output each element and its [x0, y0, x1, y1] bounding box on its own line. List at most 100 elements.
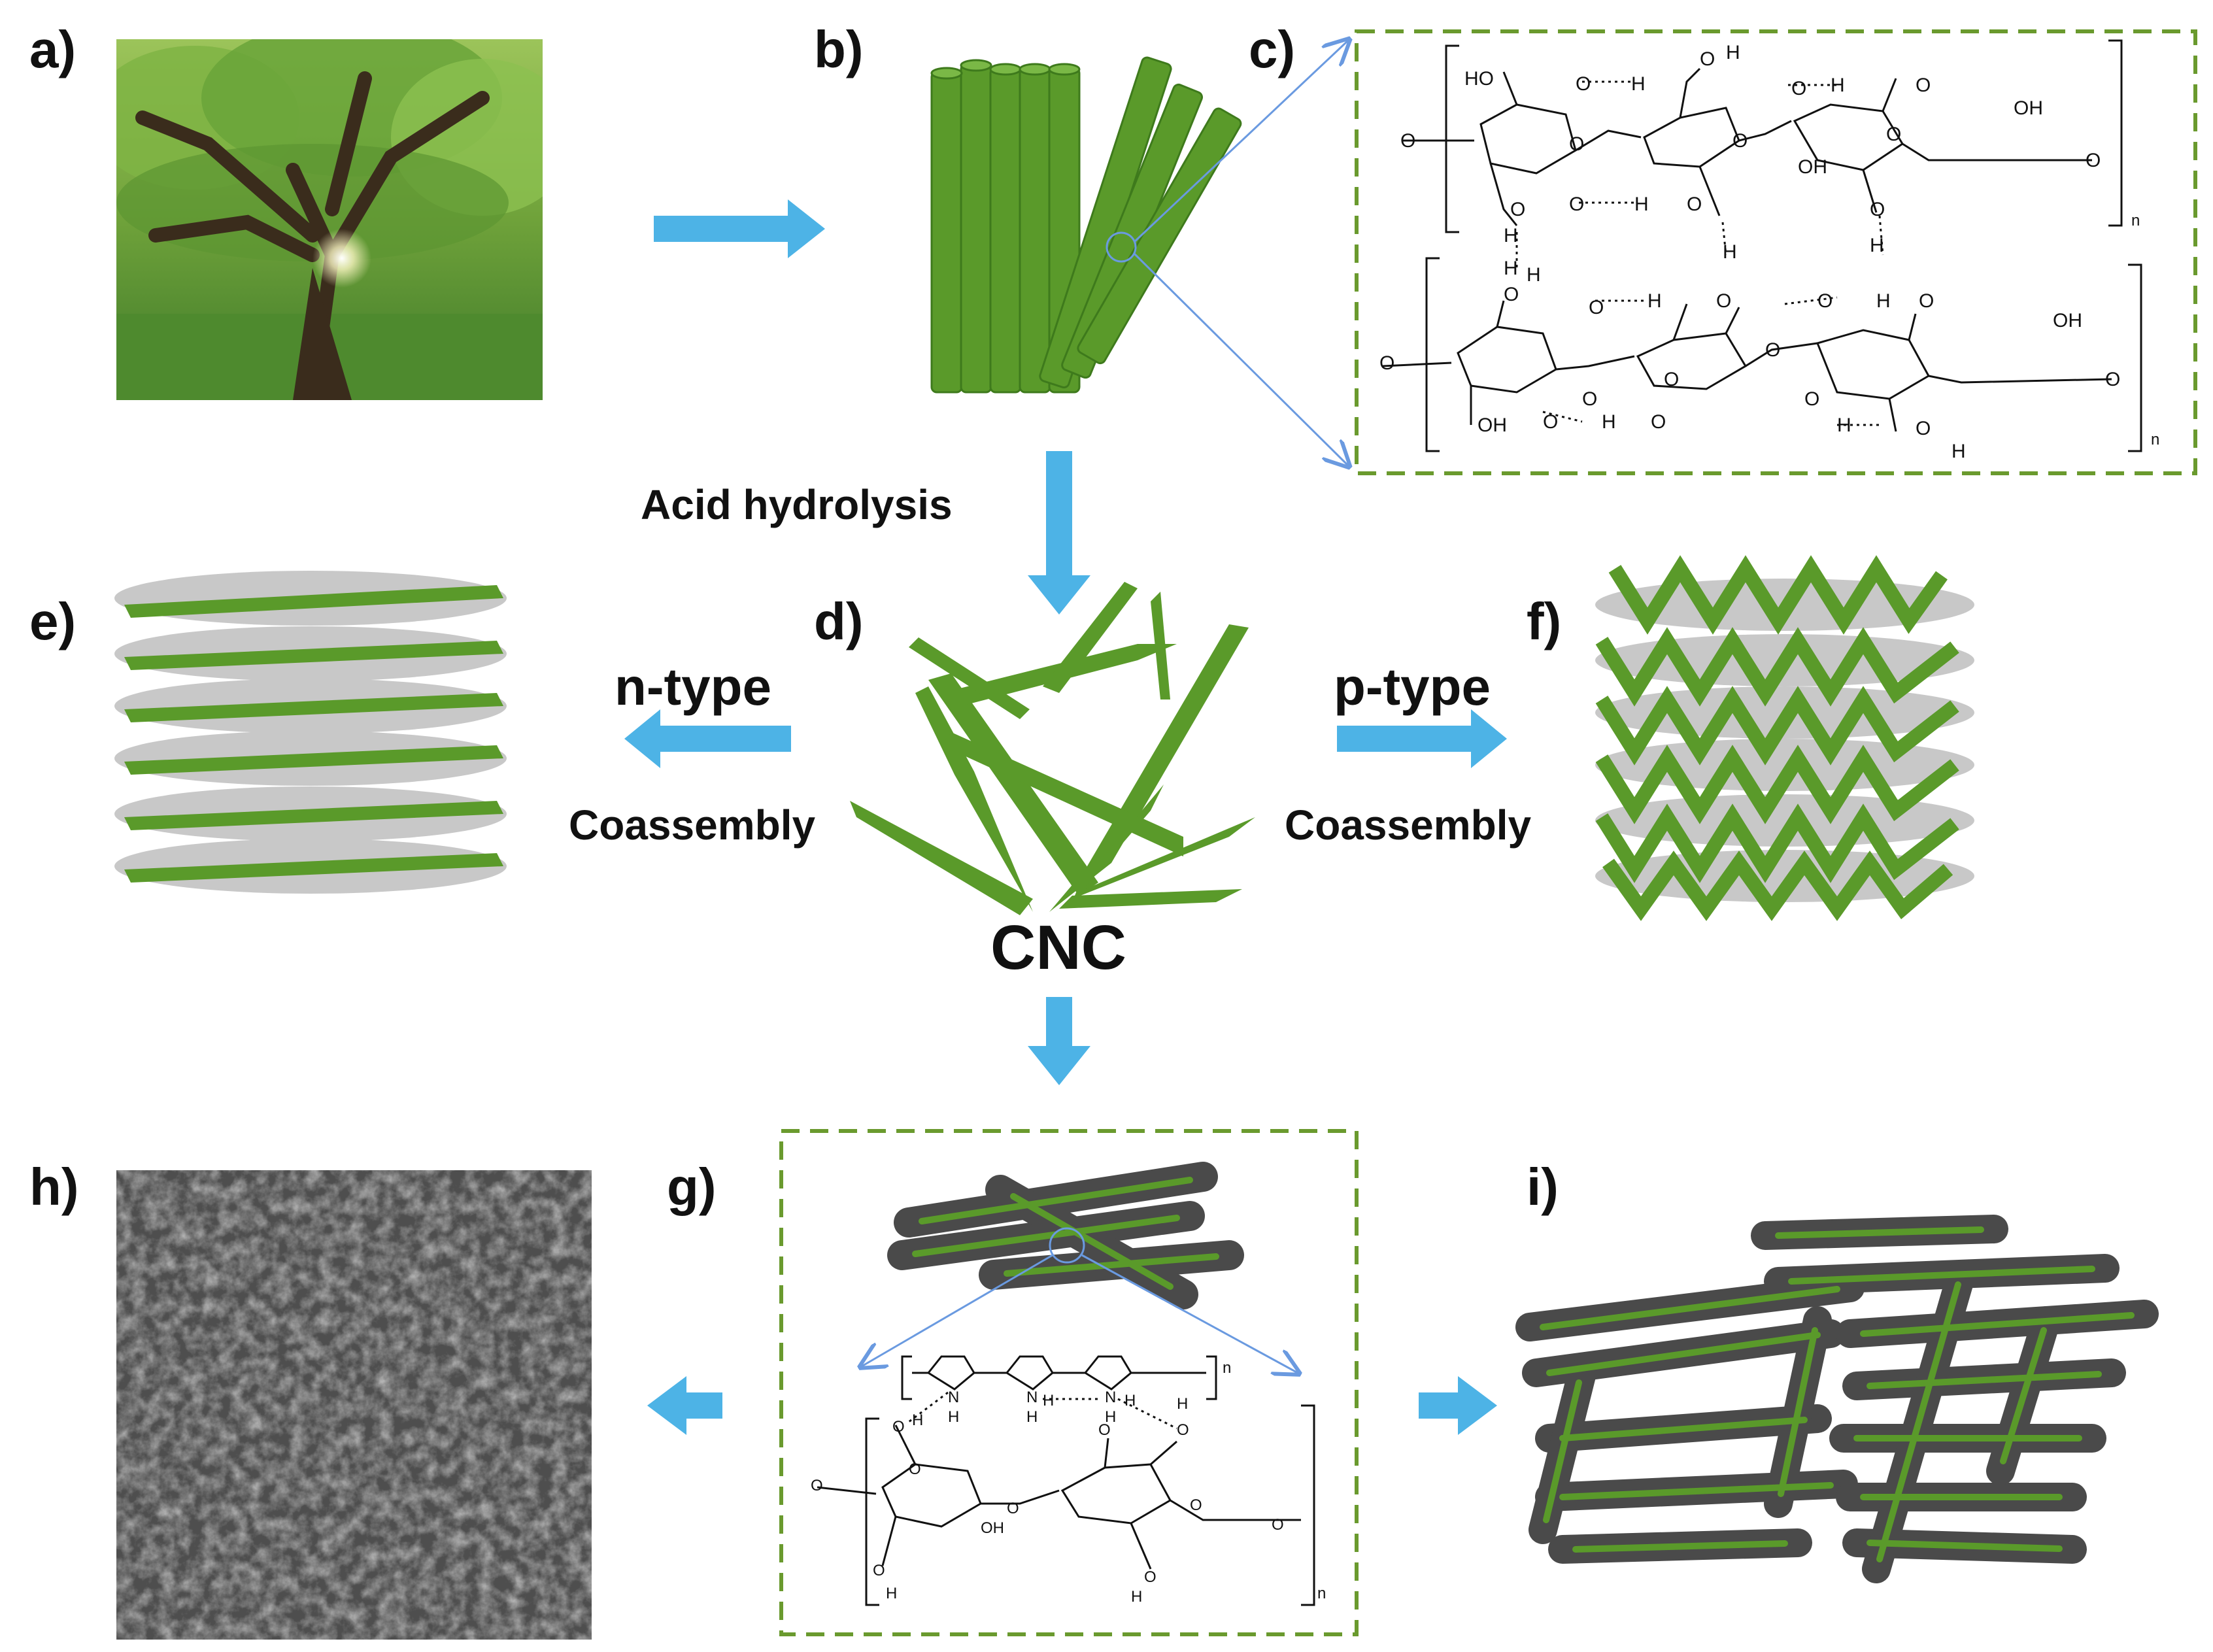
svg-text:N: N [948, 1389, 959, 1406]
n-type-needles [124, 585, 503, 883]
subscript-n-lower: n [2151, 431, 2159, 448]
ppy-coated-cnc-cluster [887, 1162, 1244, 1309]
svg-text:H: H [1131, 1588, 1142, 1606]
panel-label-h: h) [29, 1158, 79, 1216]
panel-label-i: i) [1527, 1158, 1559, 1216]
svg-text:H: H [1870, 235, 1884, 256]
svg-text:H: H [912, 1411, 923, 1429]
svg-text:H: H [1837, 414, 1851, 436]
svg-text:O: O [1379, 352, 1394, 374]
svg-text:H: H [1504, 225, 1518, 246]
svg-text:O: O [1144, 1568, 1157, 1586]
svg-text:H: H [1043, 1392, 1054, 1409]
subscript-n-upper: n [2131, 212, 2140, 229]
ppy-cellulose-structure [817, 1355, 1315, 1606]
arrow-a-to-b [654, 199, 825, 258]
svg-text:O: O [1569, 133, 1584, 155]
arrow-g-to-i [1419, 1376, 1497, 1435]
svg-text:O: O [1504, 284, 1519, 305]
svg-text:OH: OH [1478, 414, 1507, 436]
n-type-stack [114, 571, 507, 894]
panel-label-g: g) [667, 1158, 717, 1216]
svg-text:O: O [1804, 388, 1819, 410]
svg-text:O: O [1576, 73, 1591, 95]
svg-text:O: O [1870, 199, 1885, 220]
svg-text:O: O [2086, 150, 2101, 171]
svg-text:HO: HO [1464, 68, 1494, 90]
svg-text:O: O [892, 1418, 905, 1436]
svg-text:H: H [1723, 241, 1737, 263]
svg-text:H: H [1631, 73, 1646, 95]
svg-text:OH: OH [2014, 97, 2043, 119]
p-type-stack [1595, 555, 1974, 921]
svg-text:H: H [1124, 1392, 1136, 1409]
panel-label-a: a) [29, 20, 76, 78]
svg-text:N: N [1105, 1389, 1116, 1406]
svg-text:O: O [1716, 290, 1731, 312]
coassembly-left-label: Coassembly [569, 801, 816, 849]
arrow-cnc-to-g [1028, 997, 1090, 1085]
svg-text:O: O [1732, 130, 1748, 152]
svg-text:O: O [1272, 1516, 1284, 1534]
zoom-circle-b [1106, 231, 1137, 263]
svg-text:H: H [1504, 258, 1518, 279]
svg-text:O: O [1177, 1421, 1189, 1439]
svg-text:H: H [1602, 411, 1616, 433]
svg-text:O: O [1589, 297, 1604, 318]
panel-g-dashed-box [779, 1129, 1359, 1636]
svg-text:O: O [873, 1562, 885, 1579]
svg-text:O: O [1007, 1500, 1019, 1517]
p-type-label: p-type [1334, 658, 1491, 716]
svg-text:n: n [1223, 1359, 1231, 1377]
svg-text:O: O [1886, 124, 1901, 145]
svg-text:O: O [1765, 339, 1780, 361]
svg-text:O: O [909, 1460, 921, 1478]
svg-text:O: O [811, 1477, 823, 1494]
svg-text:O: O [1664, 369, 1679, 390]
svg-text:O: O [1817, 290, 1833, 312]
panel-label-e: e) [29, 592, 76, 650]
svg-text:O: O [1582, 388, 1597, 410]
cellulose-fiber-bundle [930, 56, 1242, 394]
svg-text:H: H [1831, 75, 1845, 96]
svg-text:O: O [1400, 130, 1415, 152]
sem-image [116, 1170, 592, 1640]
svg-text:O: O [1919, 290, 1934, 312]
arrow-b-to-d [1028, 451, 1090, 615]
svg-text:H: H [1951, 441, 1966, 462]
cellulose-hbond-structure [1382, 39, 2142, 452]
svg-text:H: H [1634, 194, 1649, 215]
svg-text:O: O [1700, 48, 1715, 70]
p-type-needles [1595, 555, 1959, 921]
svg-text:O: O [1651, 411, 1666, 433]
panel-label-b: b) [814, 20, 864, 78]
svg-text:H: H [1527, 264, 1541, 286]
svg-text:OH: OH [2053, 310, 2082, 331]
panel-label-f: f) [1527, 592, 1562, 650]
ppy-atom-labels: N H N H H N H H O H O O H O O O OH O O O… [811, 1359, 1326, 1606]
svg-text:H: H [1726, 42, 1740, 63]
panel-c-dashed-box [1355, 29, 2197, 475]
svg-text:H: H [1647, 290, 1662, 312]
cellulose-atom-labels: HO O H O H O H O OH O O O O OH O O H O O… [1379, 42, 2120, 462]
svg-text:N: N [1026, 1389, 1038, 1406]
zoom-line-bottom [1133, 252, 1348, 465]
arrow-g-to-h [647, 1376, 722, 1435]
zoom-line-top [1133, 41, 1348, 243]
svg-text:O: O [1916, 418, 1931, 439]
svg-text:O: O [1098, 1421, 1111, 1439]
panel-label-d: d) [814, 592, 864, 650]
cnc-label: CNC [990, 913, 1126, 983]
coassembly-right-label: Coassembly [1285, 801, 1532, 849]
svg-text:O: O [1190, 1496, 1202, 1514]
svg-text:H: H [1105, 1408, 1116, 1426]
tree-photo [116, 39, 543, 400]
svg-text:O: O [1569, 194, 1584, 215]
n-type-label: n-type [615, 658, 771, 716]
svg-text:OH: OH [981, 1519, 1004, 1537]
svg-text:O: O [1510, 199, 1525, 220]
svg-text:n: n [1317, 1585, 1326, 1602]
svg-text:O: O [1687, 194, 1702, 215]
zoom-circle-g [1049, 1227, 1085, 1264]
